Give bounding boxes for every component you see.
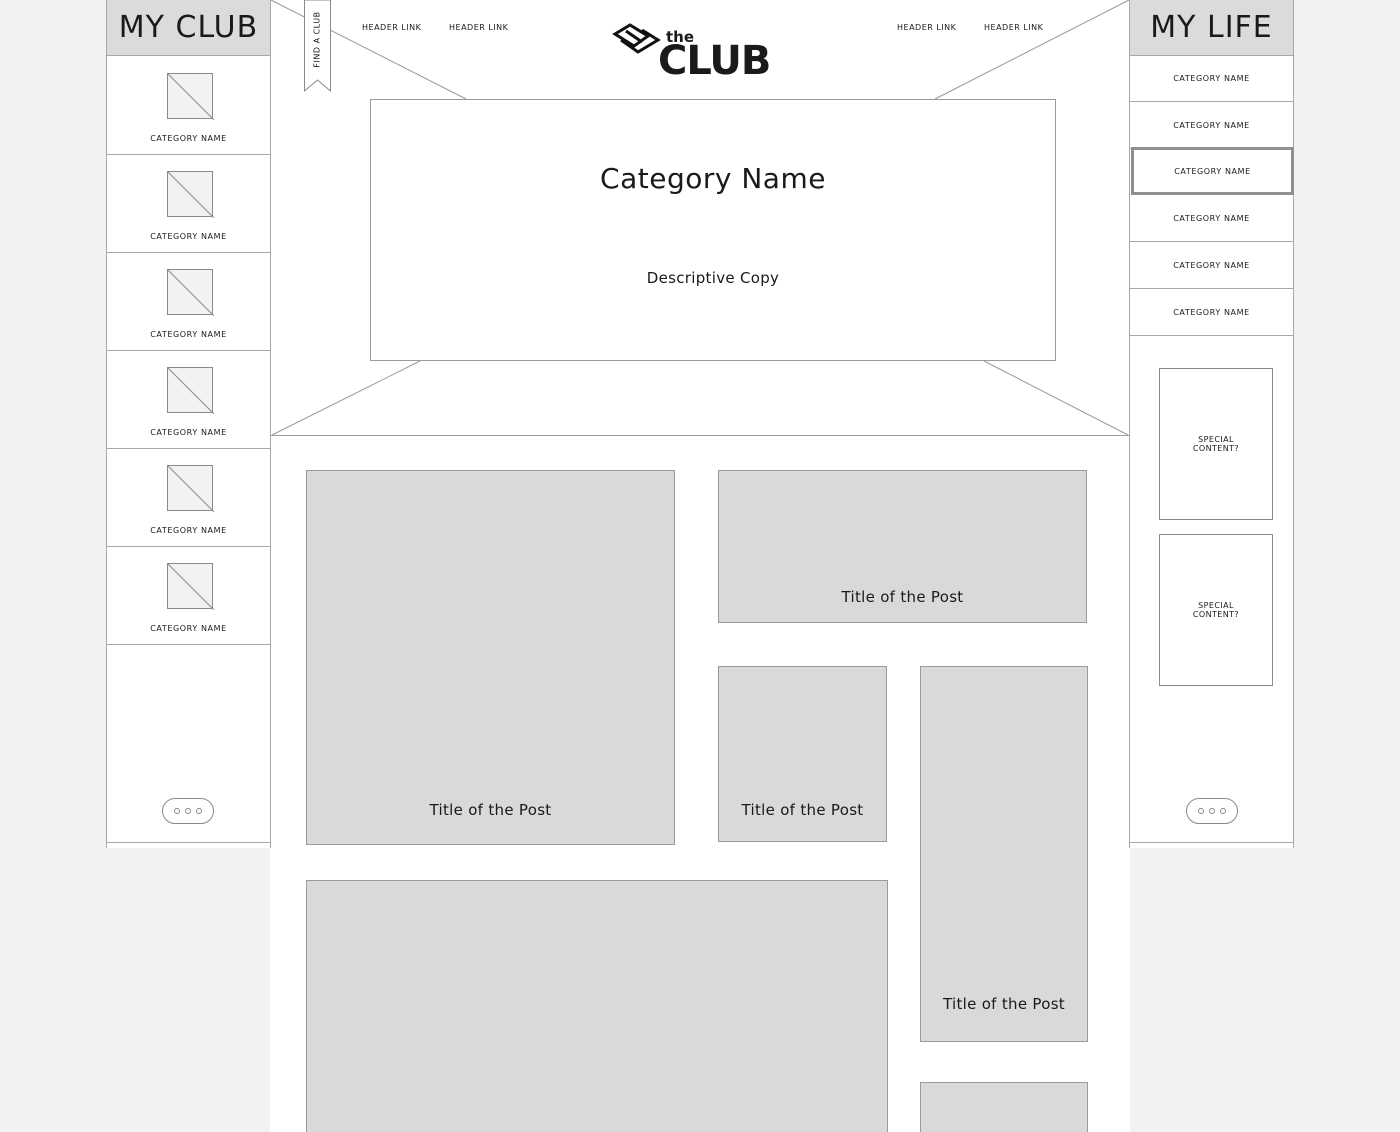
left-sidebar: MY CLUB CATEGORY NAME CATEGORY NAME CATE… (106, 0, 271, 848)
left-category-item[interactable]: CATEGORY NAME (107, 448, 270, 547)
hero-copy: Descriptive Copy (646, 269, 780, 287)
header-link[interactable]: HEADER LINK (897, 23, 957, 32)
placeholder-image-icon (167, 465, 214, 512)
find-a-club-ribbon[interactable] (304, 0, 331, 92)
special-content-box[interactable]: SPECIAL CONTENT? (1159, 534, 1273, 686)
club-logo[interactable]: the CLUB (612, 20, 792, 84)
logo-club-text: CLUB (658, 38, 771, 84)
post-card[interactable]: Title of the Post (718, 470, 1087, 623)
left-category-label: CATEGORY NAME (150, 624, 227, 633)
post-title: Title of the Post (841, 588, 964, 606)
sidebar-divider (1130, 842, 1293, 843)
dot-icon (1220, 808, 1226, 814)
right-category-item[interactable]: CATEGORY NAME (1130, 102, 1293, 149)
right-category-item[interactable]: CATEGORY NAME (1130, 195, 1293, 242)
special-content-box[interactable]: SPECIAL CONTENT? (1159, 368, 1273, 520)
post-card[interactable] (306, 880, 888, 1132)
post-title: Title of the Post (429, 801, 552, 819)
right-sidebar: MY LIFE CATEGORY NAME CATEGORY NAME CATE… (1129, 0, 1294, 848)
header-link[interactable]: HEADER LINK (449, 23, 509, 32)
post-card[interactable]: Title of the Post (306, 470, 675, 845)
placeholder-image-icon (167, 563, 214, 610)
right-category-item[interactable]: CATEGORY NAME (1130, 289, 1293, 336)
header-link[interactable]: HEADER LINK (362, 23, 422, 32)
placeholder-image-icon (167, 171, 214, 218)
left-sidebar-title: MY CLUB (107, 0, 270, 56)
post-title: Title of the Post (741, 801, 864, 819)
left-category-item[interactable]: CATEGORY NAME (107, 546, 270, 645)
left-category-label: CATEGORY NAME (150, 134, 227, 143)
post-card[interactable]: Title of the Post (920, 666, 1088, 1042)
right-category-item[interactable]: CATEGORY NAME (1130, 55, 1293, 102)
left-category-label: CATEGORY NAME (150, 330, 227, 339)
placeholder-image-icon (167, 269, 214, 316)
find-a-club-label[interactable]: FIND A CLUB (313, 10, 322, 68)
hero-banner: Category Name Descriptive Copy (370, 99, 1056, 361)
dot-icon (185, 808, 191, 814)
sidebar-divider (107, 842, 270, 843)
hands-logo-icon (612, 23, 661, 54)
dot-icon (196, 808, 202, 814)
placeholder-image-icon (167, 73, 214, 120)
more-button[interactable] (162, 798, 214, 824)
right-category-item[interactable]: CATEGORY NAME (1130, 242, 1293, 289)
post-card[interactable] (920, 1082, 1088, 1132)
hero-title: Category Name (600, 162, 826, 195)
right-category-item-active[interactable]: CATEGORY NAME (1131, 147, 1294, 195)
left-category-label: CATEGORY NAME (150, 428, 227, 437)
post-title: Title of the Post (942, 995, 1065, 1013)
left-category-item[interactable]: CATEGORY NAME (107, 56, 270, 155)
header-link[interactable]: HEADER LINK (984, 23, 1044, 32)
dot-icon (1209, 808, 1215, 814)
left-category-item[interactable]: CATEGORY NAME (107, 252, 270, 351)
left-category-label: CATEGORY NAME (150, 232, 227, 241)
logo-the-text: the (666, 28, 695, 46)
right-sidebar-title: MY LIFE (1130, 0, 1293, 56)
more-button[interactable] (1186, 798, 1238, 824)
placeholder-image-icon (167, 367, 214, 414)
post-card[interactable]: Title of the Post (718, 666, 887, 842)
left-category-label: CATEGORY NAME (150, 526, 227, 535)
dot-icon (174, 808, 180, 814)
left-category-item[interactable]: CATEGORY NAME (107, 350, 270, 449)
left-category-item[interactable]: CATEGORY NAME (107, 154, 270, 253)
dot-icon (1198, 808, 1204, 814)
